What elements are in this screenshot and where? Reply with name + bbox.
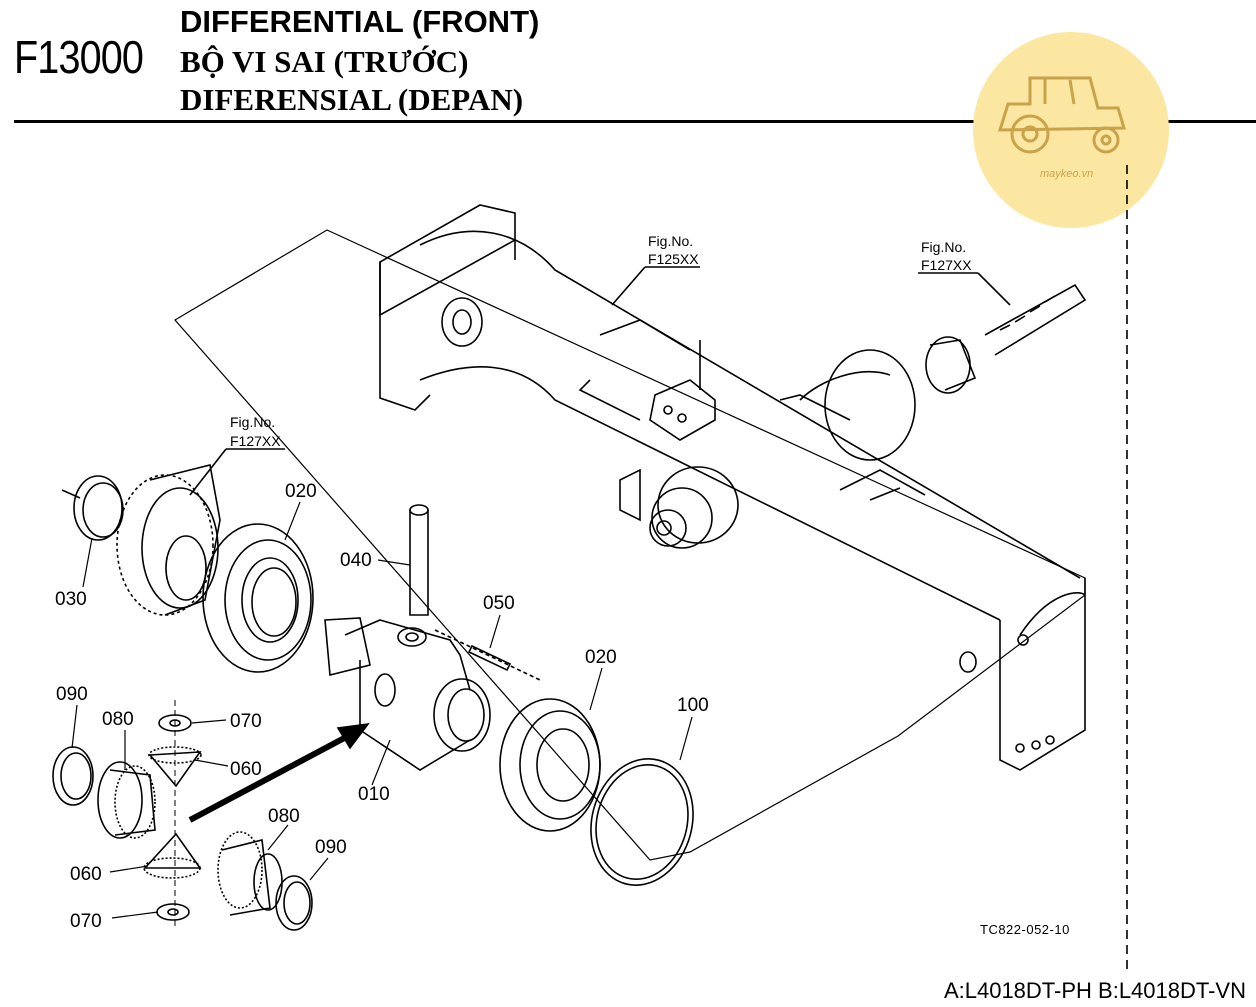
part-code: F13000 [14,31,144,83]
svg-text:Fig.No.: Fig.No. [921,239,966,255]
svg-text:F127XX: F127XX [230,433,281,449]
axle-housing [379,204,1086,771]
part-label-080-right: 080 [268,806,300,827]
svg-text:Fig.No.: Fig.No. [230,414,275,430]
pin-040 [409,504,429,616]
part-label-090-right: 090 [315,837,347,858]
part-label-100: 100 [677,695,709,716]
part-label-010: 010 [358,784,390,805]
watermark: maykeo.vn [973,32,1169,228]
model-list: A:L4018DT-PH B:L4018DT-VN [943,978,1246,1003]
svg-text:F125XX: F125XX [648,251,699,267]
thrust-washer-070-bottom [156,903,190,921]
washer-090-left [52,746,94,806]
assembly-arrow [188,722,370,823]
side-gear-080-right [217,831,283,916]
title-vietnamese: BỘ VI SAI (TRƯỚC) [180,44,469,79]
differential-case [324,617,491,771]
part-label-040: 040 [340,550,372,571]
svg-text:Fig.No.: Fig.No. [648,233,693,249]
part-label-080-left: 080 [102,709,134,730]
shim-100 [590,758,694,886]
part-label-070-bottom: 070 [70,911,102,932]
bearing-right [499,698,601,832]
part-label-060-bottom: 060 [70,864,102,885]
part-label-060-top: 060 [230,759,262,780]
assembly-guide-lines [174,229,1086,861]
part-label-030: 030 [55,589,87,610]
tractor-icon [997,76,1127,154]
leader-lines [71,501,693,919]
washer-090-right-inner [283,881,311,925]
image-code: TC822-052-10 [980,922,1070,937]
part-label-050: 050 [483,593,515,614]
pin-050 [434,629,541,681]
washer-090-right [275,875,313,931]
pinion-shaft [925,283,1087,394]
fig-ref-pinion: Fig.No. F127XX [918,239,1011,306]
pinion-gear-060-bottom [143,832,202,879]
header-rule [14,120,1256,123]
fig-ref-ring-gear: Fig.No. F127XX [189,414,285,496]
watermark-text: maykeo.vn [1040,168,1093,180]
fig-ref-housing: Fig.No. F125XX [611,233,700,306]
svg-text:F127XX: F127XX [921,257,972,273]
part-label-020-right: 020 [585,647,617,668]
ring-gear [116,464,221,616]
part-label-020-left: 020 [285,481,317,502]
title-indonesian: DIFERENSIAL (DEPAN) [180,82,524,117]
part-label-090-left: 090 [56,684,88,705]
snap-ring [61,475,124,541]
side-gear-080-left [97,761,156,839]
bearing-left [202,523,314,673]
title-english: DIFFERENTIAL (FRONT) [180,4,540,39]
washer-090-left-inner [60,752,92,800]
part-label-070-top: 070 [230,711,262,732]
